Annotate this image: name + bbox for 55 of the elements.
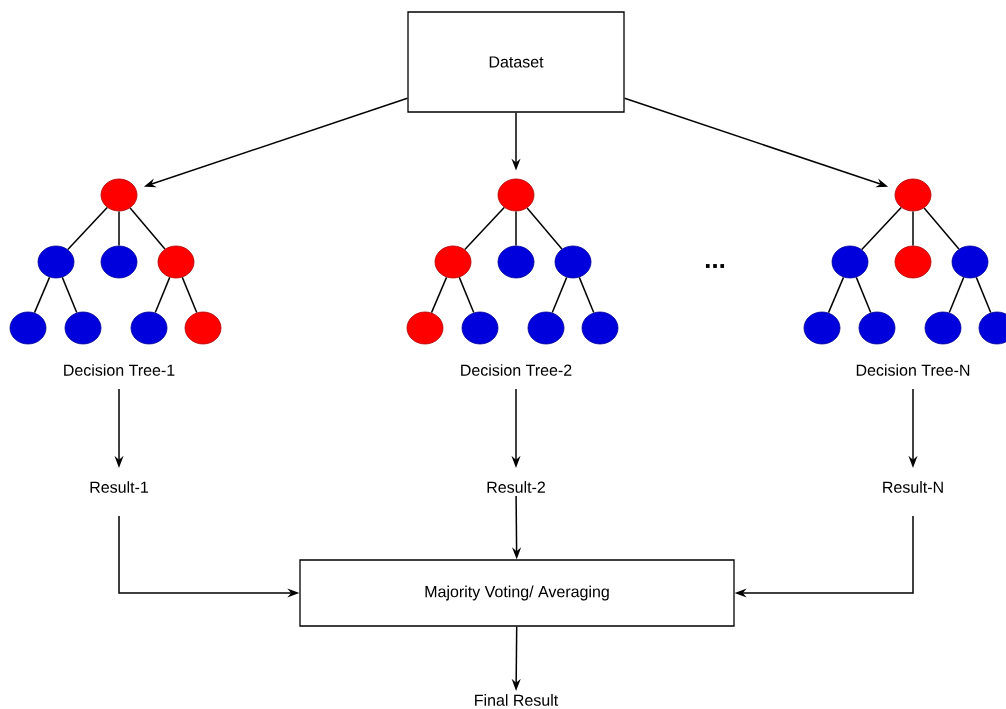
tree-branch bbox=[61, 276, 78, 314]
tree-node-circle bbox=[858, 311, 896, 345]
tree-branch bbox=[912, 210, 914, 247]
tree-node-circle bbox=[37, 245, 75, 279]
node-label: Decision Tree-N bbox=[856, 364, 970, 376]
tree-node-circle bbox=[100, 245, 138, 279]
tree-node-circle bbox=[184, 311, 222, 345]
tree-branch bbox=[181, 276, 198, 314]
tree-node-circle bbox=[581, 311, 619, 345]
tree-branch bbox=[855, 276, 872, 314]
tree-node-circle bbox=[951, 245, 989, 279]
tree-branch bbox=[515, 210, 517, 247]
process-box: Majority Voting/ Averaging bbox=[299, 559, 735, 627]
tree-branch bbox=[33, 276, 51, 314]
tree-branch bbox=[923, 207, 960, 250]
node-label: Result-2 bbox=[487, 481, 545, 493]
tree-node-circle bbox=[130, 311, 168, 345]
node-label: Decision Tree-2 bbox=[461, 364, 572, 376]
tree-node-circle bbox=[978, 311, 1006, 345]
tree-node-circle bbox=[497, 178, 535, 212]
tree-node-circle bbox=[64, 311, 102, 345]
ellipsis-label: ... bbox=[705, 264, 725, 268]
tree-branch bbox=[154, 276, 171, 314]
tree-node-circle bbox=[894, 178, 932, 212]
tree-node-circle bbox=[831, 245, 869, 279]
tree-branch bbox=[827, 276, 845, 314]
tree-branch bbox=[458, 276, 475, 314]
node-label: Decision Tree-1 bbox=[64, 364, 175, 376]
tree-node-circle bbox=[803, 311, 841, 345]
node-label: Final Result bbox=[475, 694, 559, 706]
tree-node-circle bbox=[434, 245, 472, 279]
tree-branch bbox=[948, 276, 965, 314]
tree-branch bbox=[526, 207, 563, 250]
tree-node-circle bbox=[497, 245, 535, 279]
tree-node-circle bbox=[157, 245, 195, 279]
tree-branch bbox=[67, 206, 108, 251]
tree-node-circle bbox=[527, 311, 565, 345]
tree-branch bbox=[578, 276, 595, 314]
tree-node-circle bbox=[406, 311, 444, 345]
tree-node-circle bbox=[461, 311, 499, 345]
tree-node-circle bbox=[554, 245, 592, 279]
tree-branch bbox=[118, 210, 120, 247]
tree-branch bbox=[975, 276, 992, 314]
tree-node-circle bbox=[100, 178, 138, 212]
tree-node-circle bbox=[924, 311, 962, 345]
tree-node-circle bbox=[9, 311, 47, 345]
tree-node-circle bbox=[894, 245, 932, 279]
tree-branch bbox=[129, 207, 166, 250]
tree-branch bbox=[430, 276, 448, 314]
node-label: Result-1 bbox=[90, 481, 148, 493]
node-label: Result-N bbox=[883, 481, 943, 493]
tree-branch bbox=[464, 206, 505, 251]
dataset-box: Dataset bbox=[407, 11, 625, 113]
tree-branch bbox=[551, 276, 568, 314]
tree-branch bbox=[861, 206, 902, 251]
